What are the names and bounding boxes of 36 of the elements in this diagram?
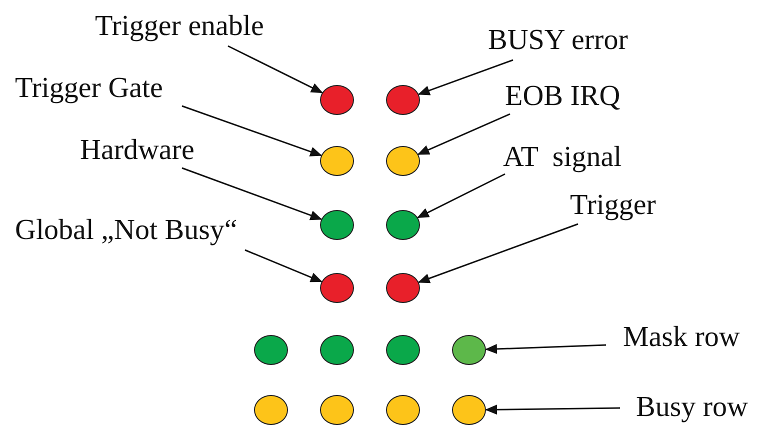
leader-arrow [244,249,323,282]
leader-arrow [418,59,514,96]
callout-label: Trigger enable [95,10,264,42]
callout-label: Mask row [623,321,740,353]
leader-arrow [484,344,606,354]
leader-arrow [418,223,578,284]
led-indicator [386,273,420,303]
led-indicator [386,210,420,240]
callout-label: Trigger [570,189,656,221]
led-indicator [386,146,420,176]
led-indicator [254,395,288,425]
callout-label: EOB IRQ [505,80,620,112]
led-indicator [386,335,420,365]
callout-label: Busy row [636,391,748,423]
led-indicator [320,395,354,425]
led-indicator [320,146,354,176]
callout-label: Trigger Gate [15,72,163,104]
led-indicator [452,335,486,365]
led-indicator [452,395,486,425]
led-indicator [320,210,354,240]
callout-label: AT signal [503,141,622,173]
led-indicator [254,335,288,365]
led-indicator [386,395,420,425]
led-indicator [386,85,420,115]
leader-arrow [182,105,322,156]
callout-label: Global „Not Busy“ [15,214,238,246]
callout-label: Hardware [80,134,194,166]
led-indicator [320,85,354,115]
led-indicator [320,273,354,303]
leader-arrow [417,113,510,155]
leader-arrow [228,45,324,94]
leader-arrow [485,404,620,415]
callout-label: BUSY error [488,24,628,56]
leader-arrow [182,167,322,220]
leader-arrow [416,173,506,218]
led-indicator [320,335,354,365]
